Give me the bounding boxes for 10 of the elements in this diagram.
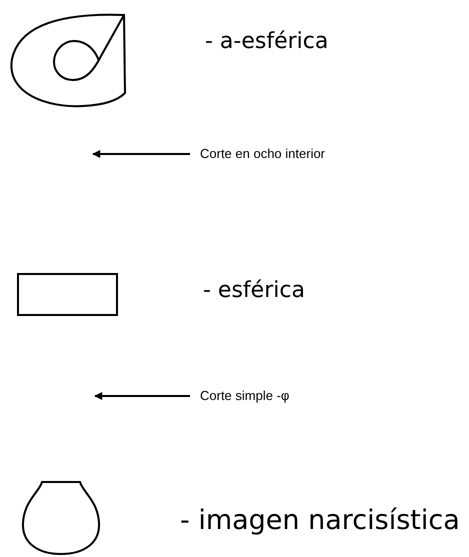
arrow (92, 150, 190, 158)
rectangle-shape (17, 273, 118, 316)
shape-caption: - esférica (203, 279, 305, 304)
shape-caption: - imagen narcisística (180, 506, 460, 536)
teardrop-loop-drawing (8, 14, 126, 107)
arrow (94, 392, 190, 400)
shape-caption: - a-esférica (205, 30, 328, 54)
cut-label: Corte simple -φ (200, 388, 290, 404)
bulb-outline-drawing (22, 481, 102, 555)
cut-label: Corte en ocho interior (200, 146, 326, 162)
